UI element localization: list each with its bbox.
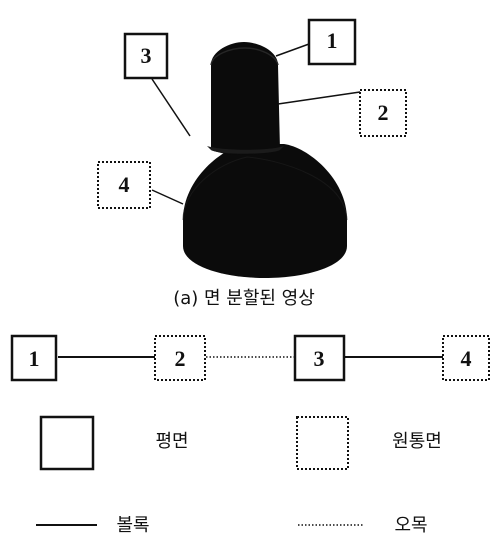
- adjacency-graph: 1 2 3 4: [10, 334, 490, 382]
- graph-node-3-label: 3: [314, 346, 325, 371]
- legend-concave-label: 오목: [394, 515, 427, 536]
- face-1-solid-box: [307, 18, 357, 66]
- legend-cylinder-swatch: [296, 416, 349, 470]
- legend-plane-label: 평면: [155, 431, 188, 452]
- graph-node-1-label: 1: [29, 346, 40, 371]
- face-2-dashed-box: [359, 89, 407, 137]
- graph-node-3: [293, 334, 346, 382]
- face-4-label: 4: [119, 172, 130, 197]
- face-1-label: 1: [327, 28, 338, 53]
- legend: 평면 원통면 볼록 오목: [36, 415, 442, 536]
- lower-cylinder-edge: [182, 156, 348, 221]
- face-3-solid-box: [123, 32, 169, 80]
- top-label-boxes: 1 2 3 4: [97, 18, 407, 209]
- legend-plane-swatch: [39, 415, 95, 471]
- graph-node-2: [154, 335, 206, 381]
- legend-convex-label: 볼록: [116, 515, 149, 536]
- upper-cylinder-face: [211, 42, 280, 155]
- face-2-label: 2: [378, 100, 389, 125]
- face-4-dashed-box: [97, 161, 151, 209]
- top-plane-edge: [210, 47, 279, 66]
- graph-node-4: [442, 335, 490, 381]
- segmented-object-image: [182, 42, 348, 278]
- face-3-label: 3: [141, 43, 152, 68]
- graph-node-4-label: 4: [461, 346, 472, 371]
- lower-cylinder-face: [183, 144, 347, 278]
- graph-node-1: [10, 334, 58, 382]
- shoulder-plane-face: [207, 146, 284, 154]
- graph-node-2-label: 2: [175, 346, 186, 371]
- legend-cylinder-label: 원통면: [392, 431, 442, 452]
- top-callout-lines: [151, 43, 361, 205]
- top-diagram-caption: (a) 면 분할된 영상: [173, 288, 315, 309]
